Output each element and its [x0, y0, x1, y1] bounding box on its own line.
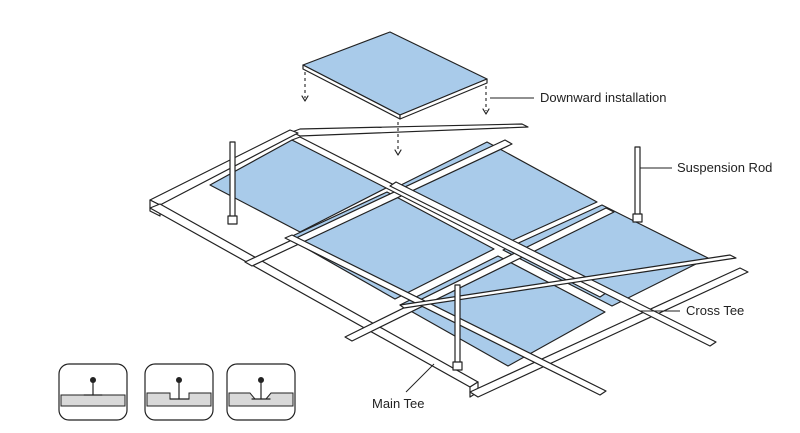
- detail-bevel-edge: [226, 363, 296, 421]
- ceiling-panel-lifted: [302, 31, 488, 116]
- drop-guide-arrow: [394, 149, 402, 156]
- suspension-rod: [229, 141, 236, 221]
- grid-rails: [149, 123, 749, 398]
- lifted-panel: [301, 31, 490, 156]
- suspension-rod: [632, 213, 643, 223]
- ceiling-panel: [399, 255, 606, 367]
- drop-guide-arrow: [301, 95, 309, 102]
- suspension-rod: [634, 146, 641, 218]
- cross-tee: [389, 181, 717, 347]
- detail-bulb: [90, 377, 96, 383]
- main-tee-leader: [405, 363, 435, 393]
- suspension-rod: [452, 361, 463, 371]
- detail-board: [60, 394, 126, 407]
- main-tee: [291, 123, 529, 137]
- cross-tee: [284, 234, 607, 396]
- edge-details: [58, 363, 296, 421]
- detail-bulb: [176, 377, 182, 383]
- detail-flat-edge: [58, 363, 128, 421]
- main-tee-label: Main Tee: [372, 396, 425, 411]
- drop-guide-arrow: [482, 108, 490, 115]
- suspension-rod: [454, 284, 461, 366]
- main-tee: [244, 139, 513, 267]
- downward-installation-label: Downward installation: [540, 90, 666, 105]
- suspension-rod-label: Suspension Rod: [677, 160, 772, 175]
- callouts: Downward installation Suspension Rod Cro…: [372, 90, 772, 411]
- detail-tegular-edge: [144, 363, 214, 421]
- cross-tee-label: Cross Tee: [686, 303, 744, 318]
- ceiling-panel-lifted-edge: [399, 78, 488, 120]
- cross-tee: [399, 254, 737, 309]
- detail-bulb: [258, 377, 264, 383]
- suspension-rods: [227, 141, 643, 371]
- suspension-rod: [227, 215, 238, 225]
